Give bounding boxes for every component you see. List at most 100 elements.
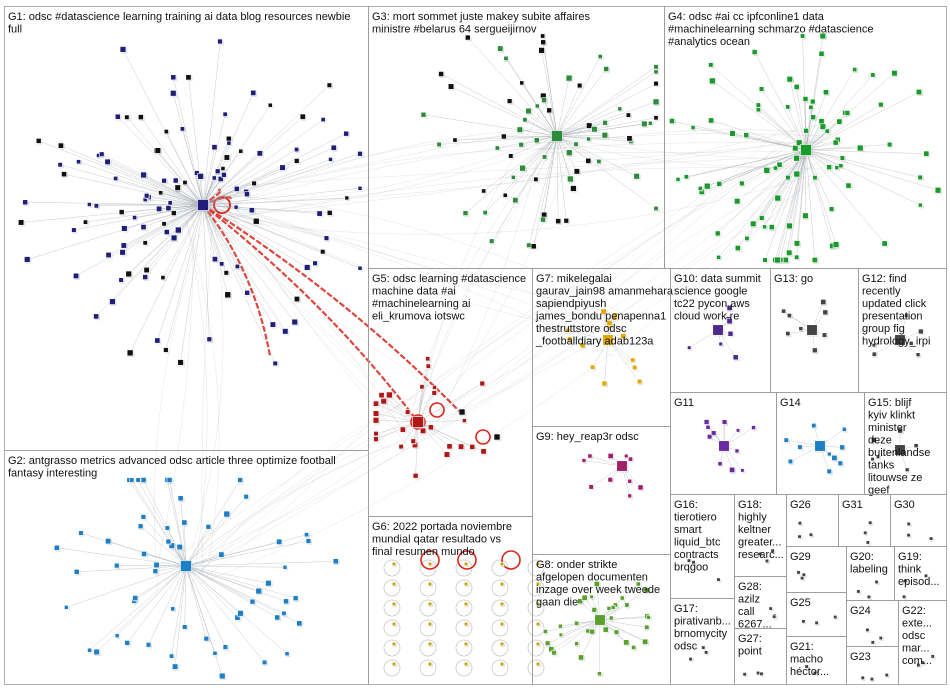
node-g2-11[interactable]	[87, 647, 92, 653]
node-g3-9[interactable]	[546, 107, 553, 114]
node-g4-7[interactable]	[716, 181, 723, 187]
node-g2-18[interactable]	[296, 620, 303, 627]
node-g7-3[interactable]	[567, 336, 573, 343]
node-g3-29[interactable]	[653, 80, 659, 87]
node-g1-52[interactable]	[161, 177, 167, 184]
node-g4-2[interactable]	[708, 117, 715, 124]
node-g2-58[interactable]	[283, 598, 289, 605]
node-g24-2[interactable]	[870, 640, 875, 645]
node-g15-4[interactable]	[904, 467, 910, 472]
node-g2-36[interactable]	[304, 532, 309, 538]
node-g12-2[interactable]	[871, 351, 877, 357]
node-g1-109[interactable]	[125, 270, 132, 278]
node-g3-40[interactable]	[573, 168, 580, 175]
node-g3-23[interactable]	[502, 192, 508, 198]
node-g9-hub[interactable]	[616, 460, 628, 472]
node-g4-33[interactable]	[762, 224, 767, 230]
node-g3-19[interactable]	[652, 98, 660, 106]
node-g20-1[interactable]	[866, 594, 871, 599]
node-g1-90[interactable]	[17, 219, 25, 226]
node-g1-30[interactable]	[161, 221, 167, 227]
node-g8-19[interactable]	[597, 671, 602, 677]
node-g8-21[interactable]	[551, 650, 557, 656]
node-g4-19[interactable]	[776, 161, 783, 168]
node-g1-63[interactable]	[87, 202, 92, 207]
node-g3-69[interactable]	[533, 137, 540, 144]
node-g15-1[interactable]	[871, 437, 877, 443]
node-g6-7[interactable]	[463, 581, 469, 587]
node-g7-13[interactable]	[590, 364, 596, 370]
node-g9-3[interactable]	[607, 453, 614, 459]
node-g6-11[interactable]	[427, 601, 433, 607]
node-g2-35[interactable]	[114, 562, 120, 569]
node-g11-5[interactable]	[717, 461, 723, 467]
node-g14-0[interactable]	[827, 451, 832, 457]
node-g7-1[interactable]	[636, 378, 643, 385]
node-g3-30[interactable]	[438, 71, 444, 77]
node-g8-16[interactable]	[623, 639, 630, 646]
node-g7-2[interactable]	[620, 333, 627, 340]
node-g2-45[interactable]	[114, 633, 120, 639]
node-g4-39[interactable]	[774, 194, 782, 202]
node-g3-62[interactable]	[541, 97, 547, 103]
node-g4-34[interactable]	[708, 62, 714, 68]
node-g2-37[interactable]	[53, 544, 60, 551]
node-g5-hub2[interactable]	[458, 408, 466, 416]
node-g19-1[interactable]	[923, 573, 929, 578]
node-g1-13[interactable]	[158, 190, 164, 196]
node-g15-hub[interactable]	[894, 444, 906, 456]
node-g8-23[interactable]	[544, 640, 551, 646]
node-g1-102[interactable]	[304, 264, 311, 271]
node-g1-38[interactable]	[293, 296, 300, 303]
node-g4-86[interactable]	[832, 139, 839, 146]
node-g5-5[interactable]	[428, 424, 434, 431]
node-g1-119[interactable]	[224, 291, 232, 299]
node-g7-5[interactable]	[601, 380, 608, 387]
node-g25-2[interactable]	[833, 615, 838, 620]
node-g2-22[interactable]	[73, 569, 80, 575]
node-g22-1[interactable]	[930, 654, 935, 659]
node-g8-17[interactable]	[548, 646, 555, 653]
node-g1-73[interactable]	[120, 242, 127, 249]
node-g5-11[interactable]	[425, 356, 431, 362]
node-g1-91[interactable]	[206, 336, 213, 342]
node-g1-61[interactable]	[344, 195, 350, 201]
node-g16-2[interactable]	[691, 560, 696, 565]
node-g13-5[interactable]	[786, 313, 792, 319]
node-g4-14[interactable]	[891, 70, 898, 77]
node-g27-2[interactable]	[759, 671, 764, 676]
node-g14-1[interactable]	[783, 437, 789, 443]
node-g2-5[interactable]	[282, 564, 288, 570]
node-g3-51[interactable]	[566, 149, 573, 156]
node-g1-27[interactable]	[126, 349, 134, 357]
node-g1-0[interactable]	[140, 171, 147, 179]
node-g3-55[interactable]	[481, 188, 487, 194]
node-g4-29[interactable]	[751, 49, 758, 55]
node-g14-3[interactable]	[837, 460, 844, 466]
node-g6-21[interactable]	[427, 641, 433, 647]
node-g20-0[interactable]	[856, 589, 861, 594]
node-g1-51[interactable]	[217, 176, 224, 182]
node-g3-20[interactable]	[633, 173, 640, 180]
node-g14-8[interactable]	[831, 454, 838, 461]
node-g1-hub[interactable]	[197, 199, 209, 211]
node-g6-0[interactable]	[391, 561, 397, 567]
node-g8-31[interactable]	[610, 605, 616, 610]
node-g18-1[interactable]	[758, 551, 763, 556]
node-g6-15[interactable]	[391, 621, 397, 627]
node-g19-0[interactable]	[903, 578, 908, 583]
node-g5-26[interactable]	[462, 418, 467, 423]
node-g3-5[interactable]	[601, 132, 609, 139]
node-g4-hub[interactable]	[800, 144, 812, 156]
node-g2-30[interactable]	[265, 580, 272, 587]
node-g2-49[interactable]	[249, 598, 256, 605]
node-g2-52[interactable]	[165, 538, 172, 545]
node-g2-3[interactable]	[222, 644, 229, 650]
node-g8-26[interactable]	[578, 654, 584, 661]
node-g7-10[interactable]	[630, 357, 636, 363]
node-g3-65[interactable]	[570, 185, 577, 192]
node-g5-15[interactable]	[469, 444, 476, 450]
node-g1-36[interactable]	[119, 46, 127, 53]
node-g26-2[interactable]	[808, 532, 814, 537]
node-g22-0[interactable]	[916, 663, 921, 668]
